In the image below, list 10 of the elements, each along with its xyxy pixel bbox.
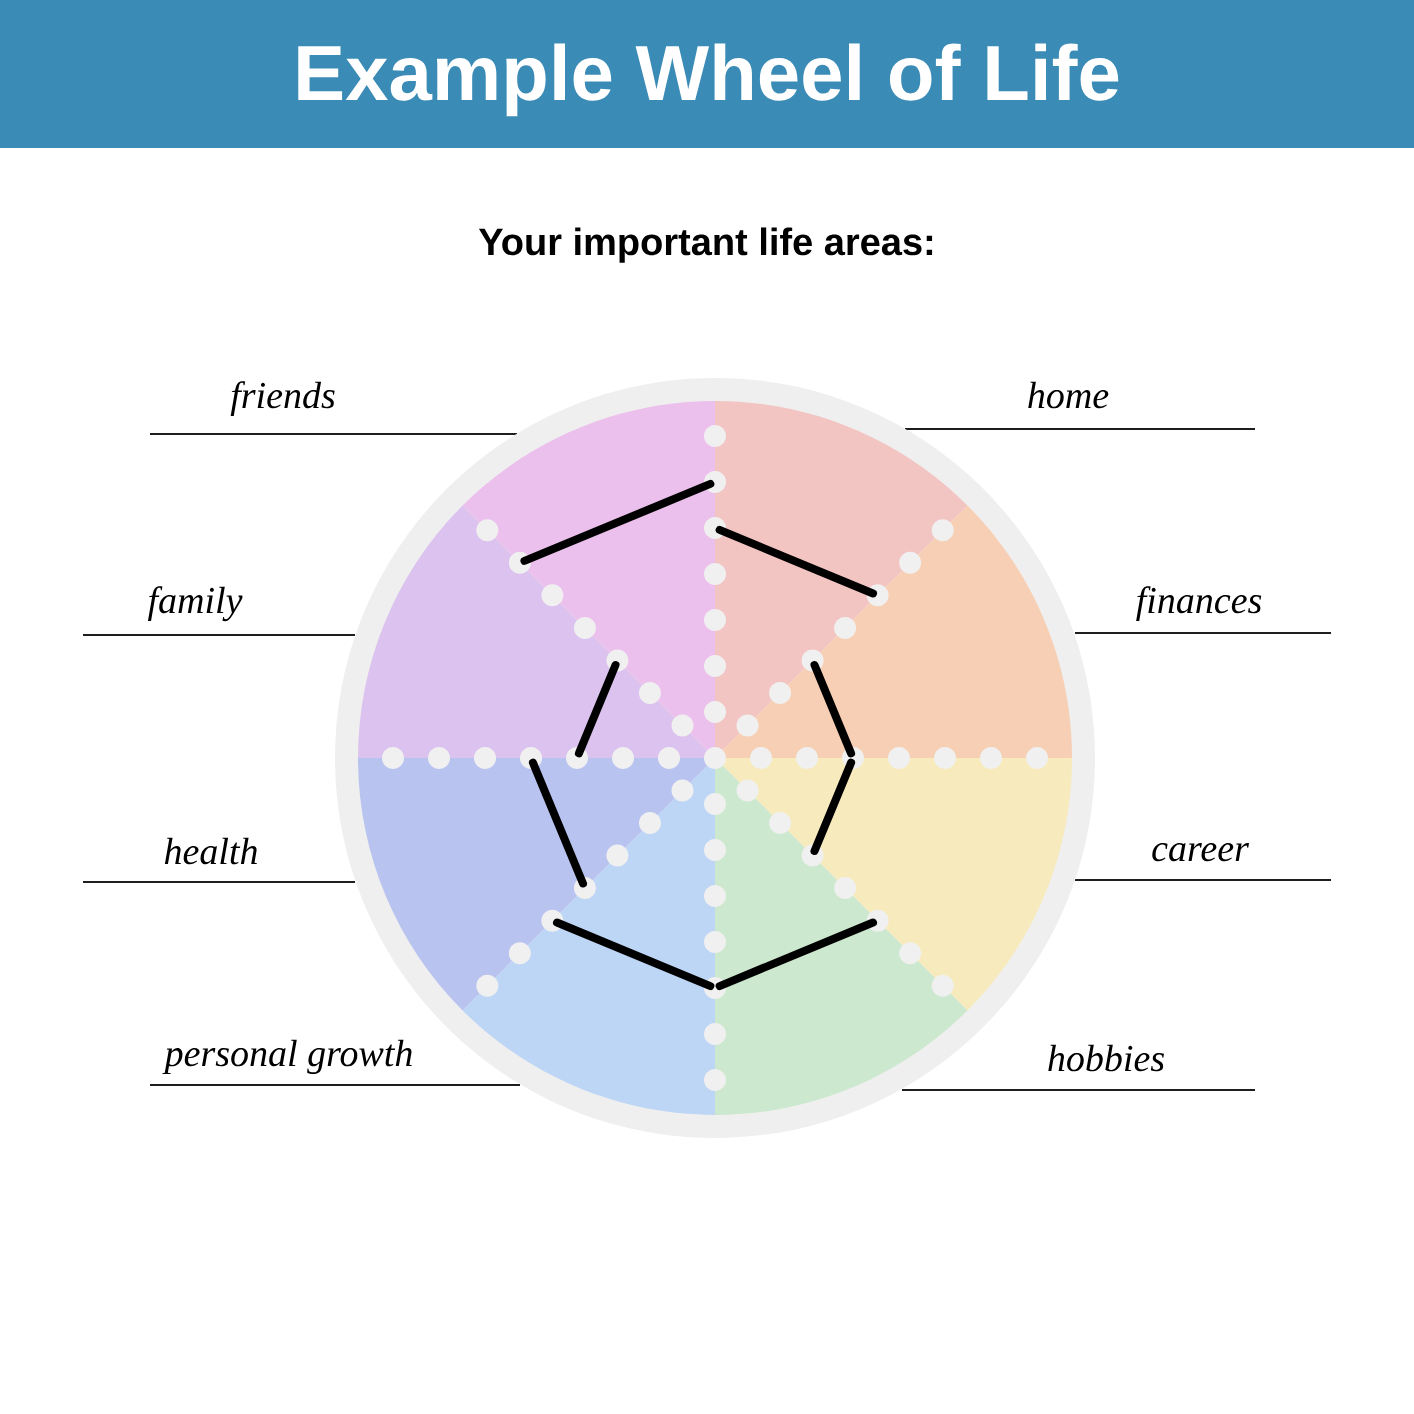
handwritten-label: health	[164, 837, 257, 865]
title-banner: Example Wheel of Life	[0, 0, 1414, 148]
handwritten-label: hobbies	[1048, 1044, 1164, 1072]
handwritten-label: family	[147, 586, 243, 622]
handwritten-label: personal growth	[162, 1039, 412, 1075]
handwritten-label: career	[1152, 843, 1249, 862]
handwritten-label: home	[1028, 381, 1109, 409]
handwritten-label: friends	[230, 381, 335, 417]
subtitle: Your important life areas:	[478, 227, 933, 263]
handwritten-label: finances	[1136, 586, 1262, 622]
